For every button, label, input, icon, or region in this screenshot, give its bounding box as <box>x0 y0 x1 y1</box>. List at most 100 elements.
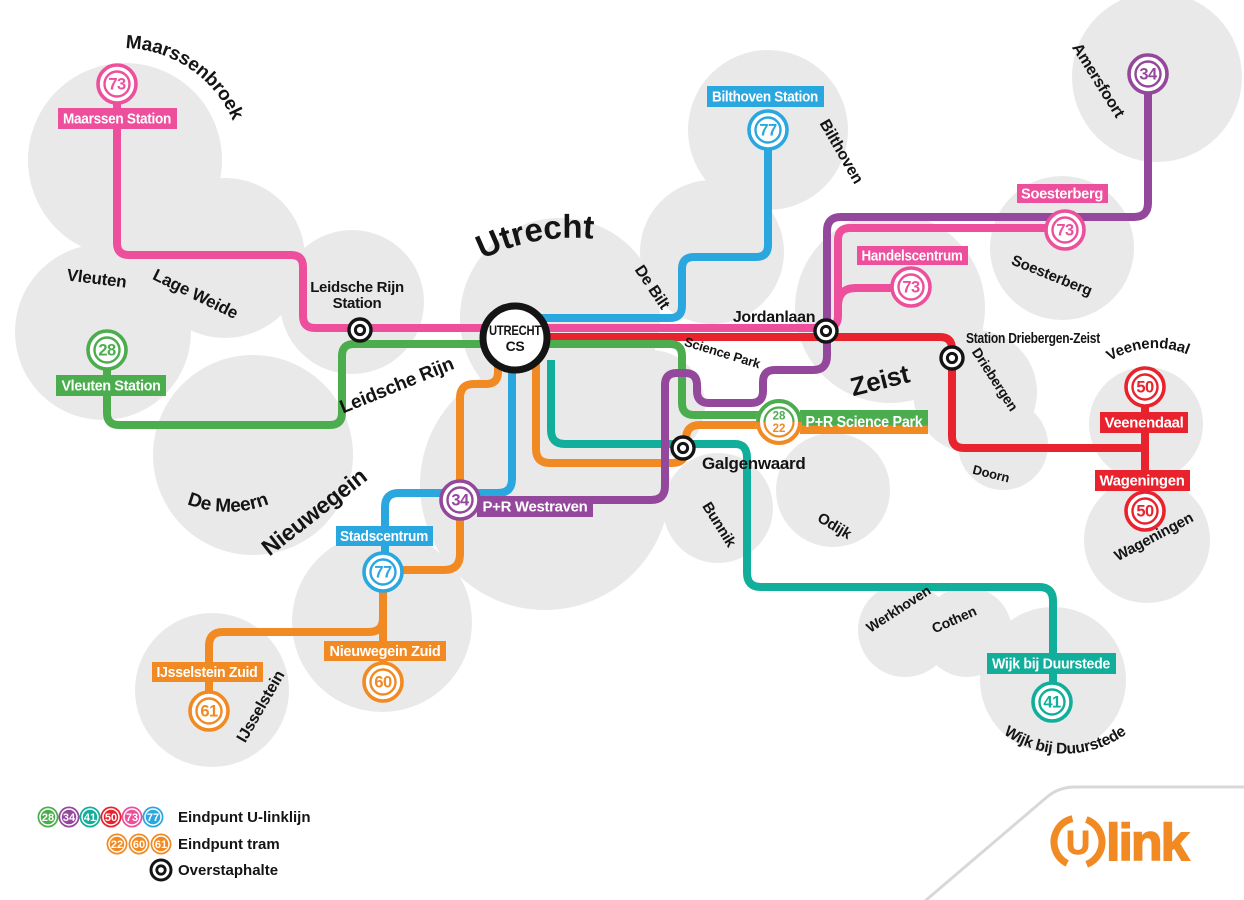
station-label: Nieuwegein Zuid <box>330 644 441 660</box>
station-box-vleuten: Vleuten Station <box>56 375 166 396</box>
svg-text:Veenendaal: Veenendaal <box>1104 335 1193 364</box>
region-blobs <box>15 0 1242 767</box>
label-leidsche-rijn-station-2: Station <box>333 295 382 312</box>
legend-badge: 61 <box>150 833 172 855</box>
station-box-soesterberg: Soesterberg <box>1017 184 1108 203</box>
legend-row-tram: 22 60 61 Eindpunt tram <box>106 833 280 855</box>
station-label: P+R Science Park <box>806 414 923 431</box>
hub-label-line2: CS <box>506 338 525 354</box>
station-box-stadscentrum: Stadscentrum <box>336 526 433 546</box>
station-label: P+R Westraven <box>483 500 588 516</box>
legend-badge: 22 <box>106 833 128 855</box>
badge-50-veenendaal: 50 <box>1124 366 1166 408</box>
legend-badge-number: 41 <box>84 812 96 824</box>
logo-wordmark: link <box>1106 814 1190 872</box>
station-box-wijk-bij-duurstede: Wijk bij Duurstede <box>987 653 1116 674</box>
label-jordanlaan: Jordanlaan <box>733 309 815 326</box>
badge-50-wageningen: 50 <box>1124 490 1166 532</box>
route-77-blue <box>381 130 772 554</box>
station-label: Bilthoven Station <box>712 90 818 106</box>
station-box-maarssen: Maarssen Station <box>58 108 177 129</box>
legend-badge-number: 22 <box>111 839 123 851</box>
legend: 28 34 41 50 73 77 Eindpunt U-lin <box>37 806 310 882</box>
station-label: IJsselstein Zuid <box>157 665 258 681</box>
route-28-green <box>103 340 779 429</box>
ulink-logo-emblem: U <box>1050 814 1106 870</box>
badge-number: 34 <box>451 492 470 510</box>
station-box-bilthoven: Bilthoven Station <box>707 86 824 107</box>
badge-77-stadscentrum: 77 <box>362 551 404 593</box>
legend-badge: 73 <box>121 806 143 828</box>
legend-badge: 41 <box>79 806 101 828</box>
badge-number: 60 <box>374 674 392 692</box>
badge-number: 73 <box>1056 222 1074 240</box>
legend-badge-number: 28 <box>42 812 54 824</box>
badge-28-22-science-park: 28 22 <box>756 399 802 445</box>
terminus-badges: 73 28 77 34 73 73 50 50 <box>86 53 1169 732</box>
station-box-handelscentrum: Handelscentrum <box>857 246 968 265</box>
badge-number: 61 <box>200 703 218 721</box>
badge-28-vleuten: 28 <box>86 329 128 371</box>
legend-badge: 50 <box>100 806 122 828</box>
station-box-wageningen: Wageningen <box>1095 470 1190 491</box>
interchange-icon-jordanlaan <box>813 318 839 344</box>
legend-row-interchange: Overstaphalte <box>149 858 278 882</box>
interchange-icon-galgenwaard <box>670 435 696 461</box>
badge-41-wijk: 41 <box>1031 681 1073 723</box>
interchange-icons <box>347 317 965 461</box>
station-box-nieuwegein-zuid: Nieuwegein Zuid <box>324 641 446 661</box>
station-text-labels: Leidsche Rijn Station Jordanlaan Station… <box>310 279 1100 473</box>
legend-badge-number: 60 <box>133 839 145 851</box>
label-driebergen-zeist: Station Driebergen-Zeist <box>966 330 1100 347</box>
badge-number: 73 <box>108 76 126 94</box>
route-73-pink-handelscentrum-branch <box>834 284 902 307</box>
legend-label-ulink: Eindpunt U-linklijn <box>178 809 310 826</box>
badge-73-maarssen: 73 <box>96 63 138 105</box>
station-label: Maarssen Station <box>63 112 171 128</box>
route-61-orange-branch <box>205 617 387 692</box>
interchange-icon-driebergen <box>939 345 965 371</box>
legend-badge-number: 73 <box>126 812 138 824</box>
label-leidsche-rijn-station-1: Leidsche Rijn <box>310 279 404 296</box>
logo-border-line <box>924 785 1244 900</box>
badge-number: 28 <box>773 411 786 423</box>
route-41-teal <box>547 360 1057 702</box>
route-50-red <box>520 333 1145 452</box>
legend-badge-number: 61 <box>155 839 167 851</box>
station-label: Veenendaal <box>1105 416 1184 432</box>
legend-label-interchange: Overstaphalte <box>178 862 278 879</box>
station-box-veenendaal: Veenendaal <box>1100 412 1188 433</box>
ulink-logo: U link <box>924 785 1244 900</box>
station-label: Wageningen <box>1100 474 1185 490</box>
label-galgenwaard: Galgenwaard <box>702 454 805 473</box>
logo-u-glyph: U <box>1066 824 1090 861</box>
legend-badge: 77 <box>142 806 164 828</box>
legend-badge-number: 77 <box>147 812 159 824</box>
badge-61-ijsselstein-zuid: 61 <box>188 690 230 732</box>
legend-label-tram: Eindpunt tram <box>178 836 280 853</box>
badge-73-soesterberg: 73 <box>1044 209 1086 251</box>
badge-73-handelscentrum: 73 <box>890 266 932 308</box>
badge-number: 41 <box>1043 694 1061 712</box>
legend-badge-number: 50 <box>105 812 117 824</box>
utrecht-cs-hub: UTRECHT CS <box>479 302 551 374</box>
station-label: Wijk bij Duurstede <box>992 657 1110 673</box>
legend-badge: 28 <box>37 806 59 828</box>
label-veenendaal-region: Veenendaal <box>1104 335 1193 364</box>
station-box-science-park: P+R Science Park <box>800 410 928 434</box>
route-73-pink <box>113 84 1065 332</box>
station-label: Soesterberg <box>1021 187 1103 203</box>
badge-number: 50 <box>1136 503 1154 521</box>
badge-number: 34 <box>1139 66 1158 84</box>
interchange-icon-leidsche-rijn <box>347 317 373 343</box>
route-34-purple <box>460 74 1152 504</box>
legend-badge: 60 <box>128 833 150 855</box>
badge-number: 50 <box>1136 379 1154 397</box>
badge-34-westraven: 34 <box>439 479 481 521</box>
badge-number: 77 <box>759 122 777 140</box>
station-label: Handelscentrum <box>862 249 963 265</box>
badge-number: 77 <box>374 564 392 582</box>
legend-badge: 34 <box>58 806 80 828</box>
